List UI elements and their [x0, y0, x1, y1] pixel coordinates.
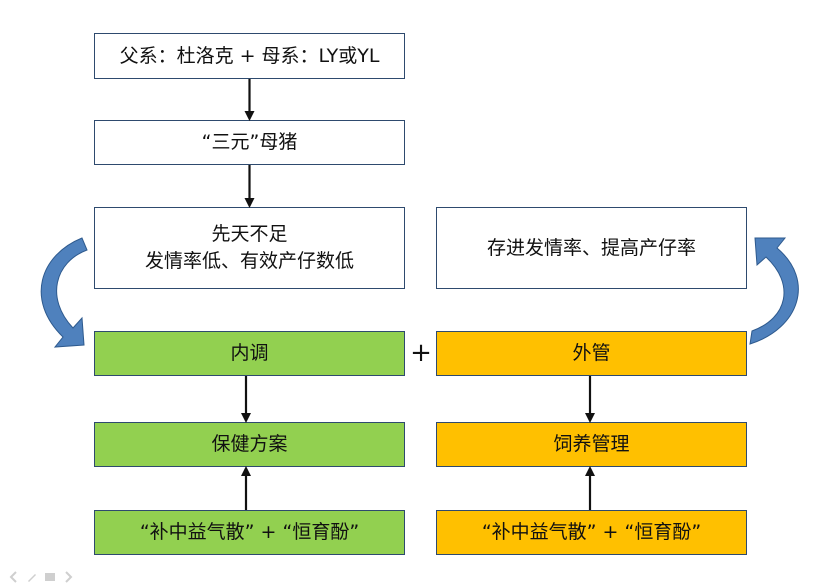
box-health-plan-text: 保健方案: [211, 433, 288, 455]
box-internal-regulation: 内调: [94, 331, 405, 376]
box-feeding-management: 饲养管理: [436, 422, 747, 467]
box-internal-regulation-text: 内调: [230, 342, 269, 364]
box-parent-breeds-text: 父系：杜洛克 + 母系：LY或YL: [119, 44, 380, 67]
box-products-right-text: “补中益气散” + “恒育酚”: [481, 521, 702, 543]
box-deficiency-line1: 先天不足: [211, 223, 288, 245]
box-feeding-management-text: 饲养管理: [553, 433, 630, 455]
box-sow: “三元”母猪: [94, 120, 405, 165]
box-external-management-text: 外管: [572, 342, 611, 364]
box-parent-breeds: 父系：杜洛克 + 母系：LY或YL: [94, 33, 405, 79]
plus-sign: +: [410, 338, 432, 368]
box-deficiency: 先天不足 发情率低、有效产仔数低: [94, 207, 405, 289]
slide-nav-toolbar: [8, 568, 74, 584]
box-external-management: 外管: [436, 331, 747, 376]
box-products-right: “补中益气散” + “恒育酚”: [436, 510, 747, 555]
box-sow-text: “三元”母猪: [201, 131, 298, 153]
box-deficiency-line2: 发情率低、有效产仔数低: [144, 250, 354, 272]
prev-slide-icon[interactable]: [8, 568, 20, 583]
curved-arrow-right-icon: [749, 237, 799, 345]
box-products-left: “补中益气散” + “恒育酚”: [94, 510, 405, 555]
box-health-plan: 保健方案: [94, 422, 405, 467]
pen-icon[interactable]: [26, 568, 38, 582]
curved-arrow-left-icon: [40, 237, 88, 348]
menu-icon[interactable]: [44, 568, 56, 581]
box-goal: 存进发情率、提高产仔率: [436, 207, 747, 289]
box-goal-text: 存进发情率、提高产仔率: [486, 236, 696, 259]
box-products-left-text: “补中益气散” + “恒育酚”: [139, 521, 360, 543]
next-slide-icon[interactable]: [62, 568, 74, 583]
